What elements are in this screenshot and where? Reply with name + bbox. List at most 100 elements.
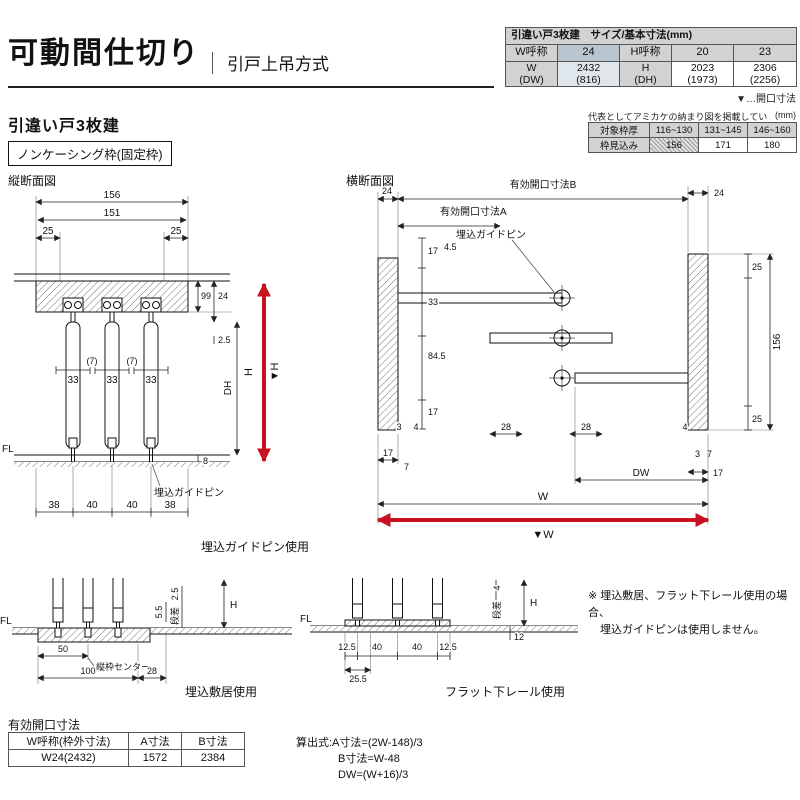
cell: W(DW): [505, 60, 558, 88]
pin-leader-line: [511, 239, 555, 293]
hsec-left-dimension-chain: [418, 237, 426, 430]
opening-table-title: 有効開口寸法: [8, 718, 81, 732]
frame-table-row-1: 対象枠厚 116~130 131~145 146~160: [588, 122, 797, 138]
dim-label: 25: [752, 414, 762, 424]
cell: 対象枠厚: [588, 122, 650, 138]
horizontal-section-drawing: 横断面図 有効開口寸法B 24 24 有効開口寸法A 埋込ガイドピン: [346, 173, 785, 541]
dim-label: 28: [501, 422, 511, 432]
dim-label: 24: [382, 186, 392, 196]
guide-pin-symbols: [549, 285, 575, 391]
floor-level-label: FL: [300, 614, 312, 625]
cell: 171: [698, 137, 748, 153]
opening-table-data-row: W24(2432) 1572 2384: [8, 749, 245, 767]
hsec-top-dimension-lines: [377, 186, 709, 258]
cell: 131~145: [698, 122, 748, 138]
dim-label: 50: [58, 644, 68, 654]
dim-label: 25: [42, 226, 54, 237]
hsec-bottom-left-dimensions: [377, 430, 603, 524]
dim-label: 84.5: [428, 351, 446, 361]
dim-label: 156: [772, 333, 783, 350]
vertical-section-drawing: 縦断面図 156 151 25 25: [2, 173, 309, 554]
detail2-step-dimensions: [495, 579, 528, 640]
dim-label: 4: [492, 585, 502, 590]
detail1-step-dimensions: [165, 579, 228, 629]
size-spec-table: 引違い戸3枚建 サイズ/基本寸法(mm) W呼称 24 H呼称 20 23 W(…: [504, 27, 798, 88]
opening-dimension-note: ▼…開口寸法: [736, 94, 796, 105]
detail2-doors: [352, 578, 443, 619]
section-name: 引違い戸3枚建: [8, 118, 120, 135]
cell: W呼称: [505, 44, 558, 62]
dim-label: 40: [412, 642, 422, 652]
dim-label: 17: [428, 246, 438, 256]
dim-label: 17: [713, 468, 723, 478]
dim-label: 100: [80, 666, 95, 676]
floor-level-label: FL: [0, 616, 12, 627]
dim-label: 2.5: [170, 588, 180, 601]
header-cell: A寸法: [128, 732, 182, 750]
dim-label: 28: [581, 422, 591, 432]
page-subtitle: 引戸上吊方式: [227, 55, 329, 74]
right-jamb: [687, 253, 709, 431]
cell: H(DH): [619, 60, 672, 88]
cell: 23: [732, 44, 798, 62]
cell: W24(2432): [8, 749, 129, 767]
formula-b: B寸法=W-48: [338, 753, 400, 765]
dim-label: 38: [164, 500, 176, 511]
dim-label: 25.5: [349, 674, 367, 684]
usage-note-line1: ※ 埋込敷居、フラット下レール使用の場合、: [588, 590, 788, 619]
frame-type-box: ノンケーシング枠(固定枠): [8, 141, 172, 166]
effective-opening-table: W呼称(枠外寸法) A寸法 B寸法 W24(2432) 1572 2384: [8, 732, 245, 767]
dim-label: ▼H: [269, 363, 281, 382]
guide-pin-label: 埋込ガイドピン: [456, 229, 526, 241]
door-panel-a: [397, 292, 563, 304]
page-subtitle-row: 引戸上吊方式: [212, 50, 329, 75]
step-label: 段差: [491, 601, 502, 619]
dim-label: 24: [218, 291, 228, 301]
dim-label: 12.5: [439, 642, 457, 652]
detail2-bottom-dimensions: [344, 632, 451, 674]
dim-label: 12: [514, 632, 524, 642]
usage-note: ※ 埋込敷居、フラット下レール使用の場合、 埋込ガイドピンは使用しません。: [588, 588, 798, 639]
cell: 116~130: [649, 122, 699, 138]
cell: 2306(2256): [732, 60, 798, 88]
cell: H呼称: [619, 44, 672, 62]
dim-label: 8: [203, 456, 208, 466]
vsec-right-dimension-lines: [188, 280, 232, 344]
cell: 2384: [181, 749, 245, 767]
cell: 20: [671, 44, 734, 62]
floor-lines: [14, 454, 230, 467]
frame-thickness-table: 対象枠厚 116~130 131~145 146~160 枠見込み 156 17…: [588, 122, 797, 153]
dim-label: 3: [695, 449, 700, 459]
dim-label: 33: [145, 375, 157, 386]
dim-label: 40: [126, 500, 138, 511]
cell: 1572: [128, 749, 182, 767]
detail1-caption: 埋込敷居使用: [185, 684, 257, 699]
frame-table-row-2: 枠見込み 156 171 180: [588, 137, 797, 153]
hsec-right-dimension-chain: [708, 253, 774, 431]
detail2-caption: フラット下レール使用: [445, 684, 565, 699]
jamb-center-label: 縦枠センター: [96, 661, 150, 672]
size-table-title: 引違い戸3枚建 サイズ/基本寸法(mm): [504, 27, 798, 45]
dim-label: 12.5: [338, 642, 356, 652]
dim-label: 33: [106, 375, 118, 386]
page-title: 可動間仕切り: [8, 37, 200, 70]
dim-label: 40: [372, 642, 382, 652]
title-divider: [212, 51, 213, 74]
detail2-floor-and-rail: [310, 619, 578, 633]
dim-label: 7: [404, 462, 409, 472]
vsec-caption: 埋込ガイドピン使用: [201, 539, 309, 554]
door-thickness-dimensions: [55, 366, 169, 374]
usage-note-line2: 埋込ガイドピンは使用しません。: [600, 624, 765, 636]
detail1-doors: [52, 578, 124, 634]
embedded-sill-detail: FL 5.5 2.5 段差 H 50 縦枠センター 100 28 埋込敷居使用: [0, 578, 292, 699]
dim-label: 99: [201, 291, 211, 301]
vsec-bottom-dimension-lines: [35, 466, 189, 518]
dim-label: 33: [428, 297, 438, 307]
left-jamb: [377, 257, 399, 431]
dim-label: ▼W: [532, 529, 554, 541]
opening-table-header-row: W呼称(枠外寸法) A寸法 B寸法: [8, 732, 245, 750]
dim-label: 24: [714, 188, 724, 198]
size-table-row-values: W(DW) 2432(816) H(DH) 2023(1973) 2306(22…: [505, 60, 798, 88]
size-table-row-names: W呼称 24 H呼称 20 23: [505, 44, 798, 62]
